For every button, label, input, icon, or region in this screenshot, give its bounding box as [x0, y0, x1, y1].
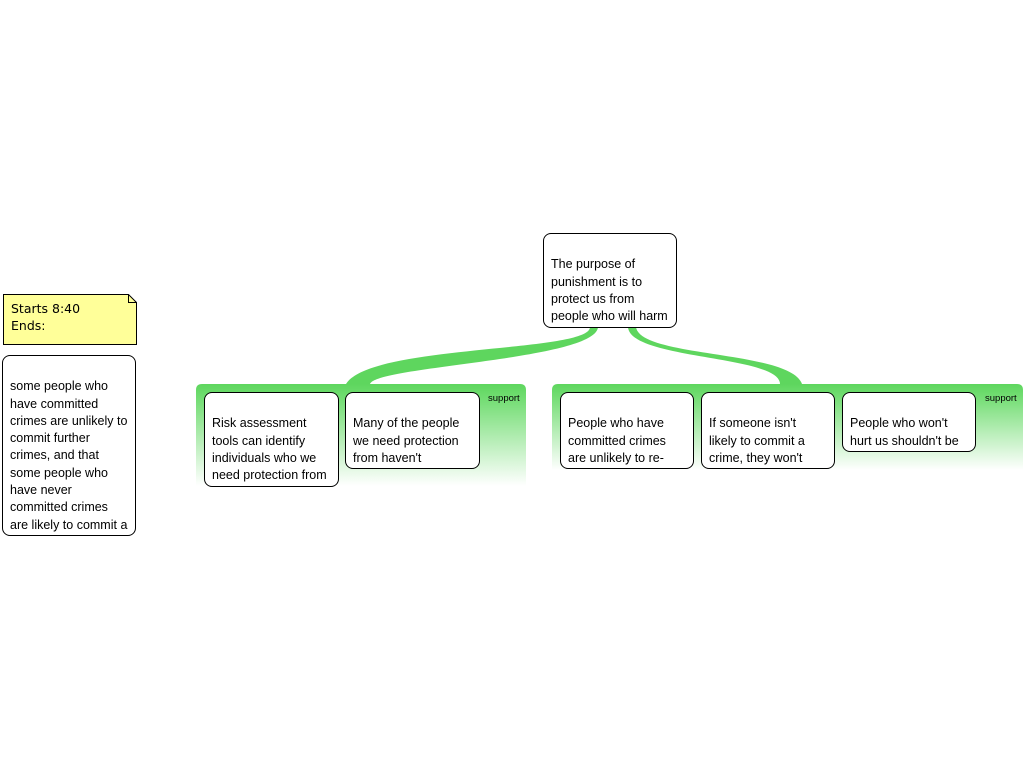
premise-box[interactable]: Many of the people we need protection fr… [345, 392, 480, 469]
note-fold [128, 294, 137, 303]
support-label-group-2: support [985, 393, 1017, 404]
side-claim-box[interactable]: some people who have committed crimes ar… [2, 355, 136, 536]
premise-text: Many of the people we need protection fr… [353, 416, 460, 465]
support-connector-2 [628, 327, 802, 384]
time-note-text: Starts 8:40 Ends: [11, 301, 81, 333]
side-claim-text: some people who have committed crimes ar… [10, 379, 128, 535]
premise-text: Risk assessment tools can identify indiv… [212, 416, 327, 483]
time-note[interactable]: Starts 8:40 Ends: [3, 294, 137, 345]
premise-box[interactable]: Risk assessment tools can identify indiv… [204, 392, 339, 487]
note-background [3, 294, 137, 345]
support-connector-1 [346, 327, 598, 384]
premise-box[interactable]: People who have committed crimes are unl… [560, 392, 694, 469]
premise-text: People who won't hurt us shouldn't be pu… [850, 416, 959, 451]
premise-text: If someone isn't likely to commit a crim… [709, 416, 805, 465]
main-claim-box[interactable]: The purpose of punishment is to protect … [543, 233, 677, 328]
support-label-group-1: support [488, 393, 520, 404]
premise-box[interactable]: People who won't hurt us shouldn't be pu… [842, 392, 976, 452]
main-claim-text: The purpose of punishment is to protect … [551, 257, 668, 327]
premise-text: People who have committed crimes are unl… [568, 416, 666, 465]
premise-box[interactable]: If someone isn't likely to commit a crim… [701, 392, 835, 469]
